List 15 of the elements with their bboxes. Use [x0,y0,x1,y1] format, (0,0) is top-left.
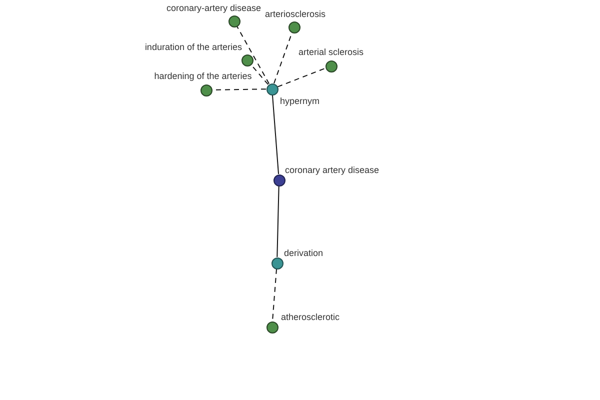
node-label: coronary-artery disease [166,3,261,14]
node-label: induration of the arteries [144,42,242,53]
node-label: hypernym [280,96,320,107]
node-label: derivation [284,248,324,259]
dashed-connector [236,26,270,84]
node-label: atherosclerotic [281,312,340,323]
dashed-connector [277,68,326,88]
node-label: arterial sclerosis [298,47,364,58]
connector-line [276,186,280,258]
dashed-connector [272,268,278,322]
node-label: coronary artery disease [285,165,380,176]
node-label: hardening of the arteries [154,71,252,82]
node-label: arteriosclerosis [265,9,326,20]
connector-line [272,94,280,175]
dashed-connector [250,64,269,85]
